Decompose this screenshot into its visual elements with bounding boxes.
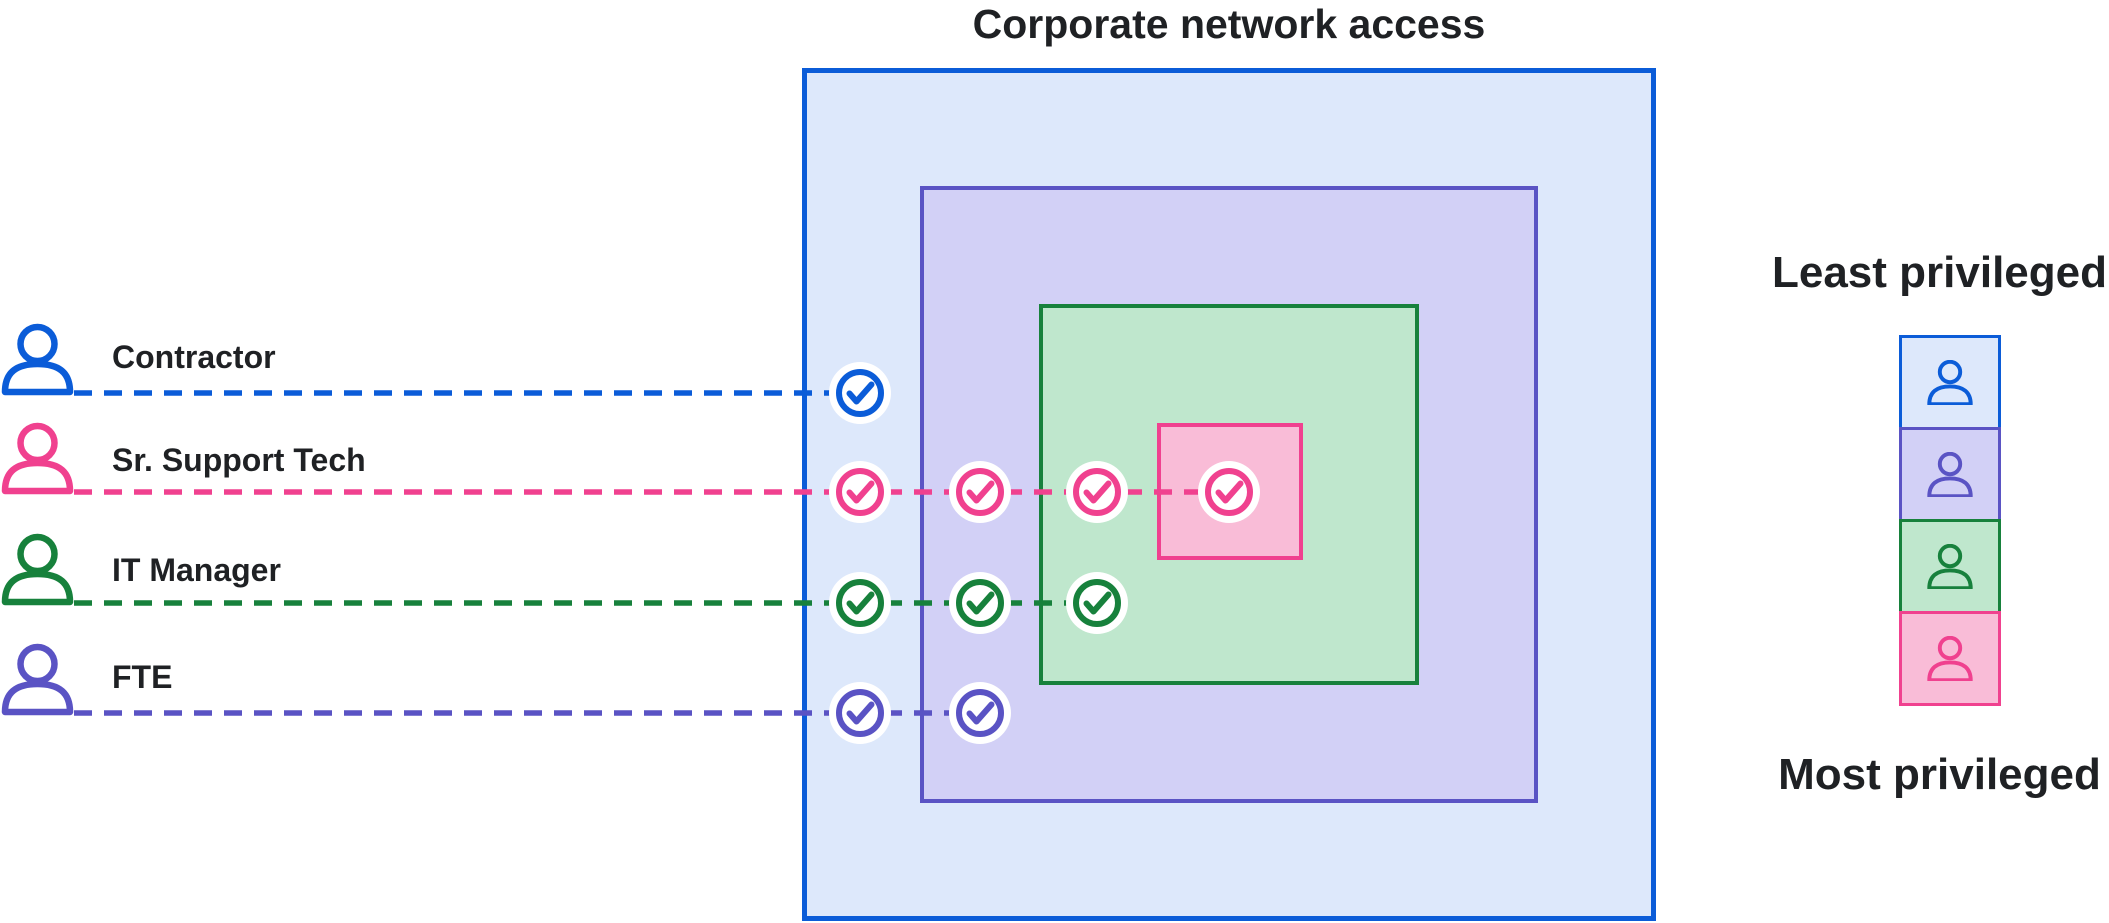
legend-most-privileged-label: Most privileged (1778, 750, 2101, 799)
person-icon-fte (1, 643, 74, 716)
check-icon-it-manager-2 (949, 572, 1011, 634)
role-label-contractor: Contractor (112, 339, 276, 375)
check-icon-sr-support-tech-4 (1198, 461, 1260, 523)
person-icon-contractor (1, 323, 74, 396)
check-icon-it-manager-3 (1066, 572, 1128, 634)
check-icon-contractor-1 (829, 362, 891, 424)
check-icon-sr-support-tech-1 (829, 461, 891, 523)
check-icon-sr-support-tech-2 (949, 461, 1011, 523)
check-icon-fte-2 (949, 682, 1011, 744)
check-icon-it-manager-1 (829, 572, 891, 634)
person-icon-legend-pink (1927, 636, 1973, 681)
diagram-title: Corporate network access (972, 1, 1486, 47)
check-icon-fte-1 (829, 682, 891, 744)
legend-tile-green (1899, 519, 2001, 614)
role-label-sr-support-tech: Sr. Support Tech (112, 442, 366, 478)
person-icon-it-manager (1, 533, 74, 606)
legend-tile-purple (1899, 427, 2001, 522)
check-icon-sr-support-tech-3 (1066, 461, 1128, 523)
role-label-fte: FTE (112, 659, 173, 695)
person-icon-sr-support-tech (1, 422, 74, 495)
person-icon-legend-purple (1927, 452, 1973, 497)
role-label-it-manager: IT Manager (112, 552, 281, 588)
legend-tile-blue (1899, 335, 2001, 430)
person-icon-legend-blue (1927, 360, 1973, 405)
person-icon-legend-green (1927, 544, 1973, 589)
legend-least-privileged-label: Least privileged (1771, 248, 2107, 297)
legend-tile-pink (1899, 611, 2001, 706)
